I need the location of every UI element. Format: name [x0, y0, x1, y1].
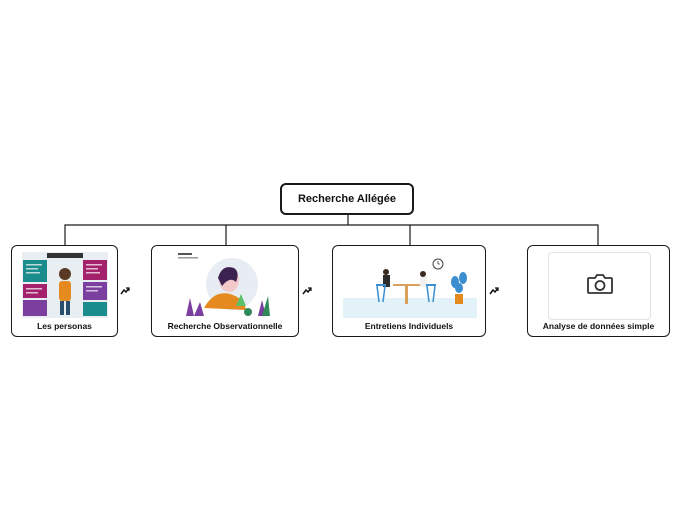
- topic-simple-data-analysis[interactable]: Analyse de données simple: [527, 245, 670, 337]
- shortcut-arrow-icon[interactable]: [120, 286, 130, 296]
- topic-label: Entretiens Individuels: [364, 321, 454, 331]
- persona-infographic: [22, 252, 108, 318]
- topic-observational-research[interactable]: Recherche Observationnelle: [151, 245, 299, 337]
- root-topic[interactable]: Recherche Allégée: [280, 183, 414, 215]
- interview-illustration: [343, 254, 477, 318]
- topic-label: Recherche Observationnelle: [167, 321, 283, 331]
- camera-icon: [586, 272, 614, 301]
- shortcut-arrow-icon[interactable]: [489, 286, 499, 296]
- topic-label: Analyse de données simple: [542, 321, 655, 331]
- topic-personas[interactable]: Les personas: [11, 245, 118, 337]
- topic-label: Les personas: [37, 321, 92, 331]
- image-placeholder[interactable]: [548, 252, 651, 320]
- topic-individual-interviews[interactable]: Entretiens Individuels: [332, 245, 486, 337]
- shortcut-arrow-icon[interactable]: [302, 286, 312, 296]
- observation-illustration: [174, 250, 274, 318]
- root-title: Recherche Allégée: [297, 193, 397, 205]
